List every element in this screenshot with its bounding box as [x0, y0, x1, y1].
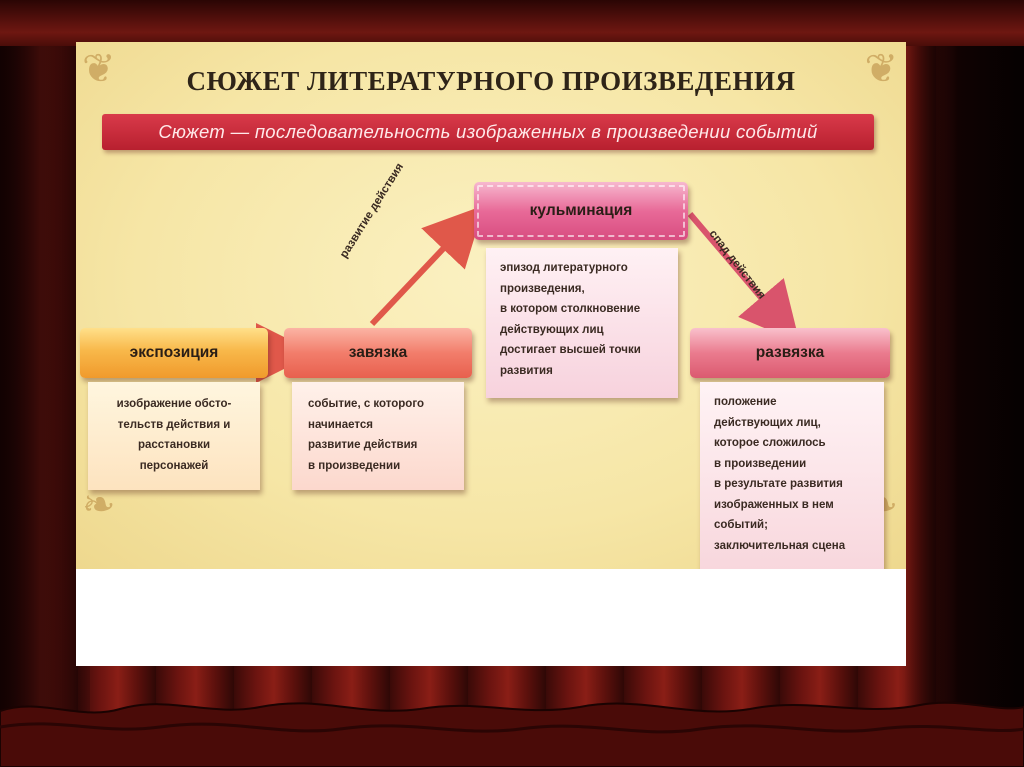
stage-zavyazka: завязка [284, 328, 472, 378]
description-line: заключительная сцена [714, 539, 846, 552]
description-line: эпизод литературного [500, 262, 628, 274]
description-line: действующих лиц [500, 323, 604, 336]
description-line: начинается [308, 418, 373, 431]
curtain-bottom-drape [0, 701, 1024, 767]
curtain-shade-right [904, 0, 1024, 767]
slide: ❦ ❦ ❧ ❧ СЮЖЕТ ЛИТЕРАТУРНОГО ПРОИЗВЕДЕНИЯ… [76, 42, 906, 666]
razvyazka-description: положение действующих лиц, которое сложи… [700, 382, 884, 569]
poster-title: СЮЖЕТ ЛИТЕРАТУРНОГО ПРОИЗВЕДЕНИЯ [186, 66, 796, 96]
description-line: изображенных в нем [714, 498, 834, 511]
description-line: событие, с которого [308, 398, 424, 410]
description-line: достигает высшей точки [500, 344, 641, 356]
falling-action-arrow [687, 212, 800, 344]
plot-poster: ❦ ❦ ❧ ❧ СЮЖЕТ ЛИТЕРАТУРНОГО ПРОИЗВЕДЕНИЯ… [76, 42, 906, 569]
curtain-valance [0, 0, 1024, 46]
stage-exposition: экспозиция [80, 328, 268, 378]
description-line: событий; [714, 519, 768, 531]
description-line: тельств действия и [117, 418, 231, 431]
description-line: положение [714, 396, 777, 408]
description-line: в произведении [308, 459, 401, 472]
stage-climax: кульминация [474, 182, 688, 240]
rising-action-arrow [369, 205, 485, 327]
corner-ornament-icon: ❦ [82, 46, 116, 92]
description-line: в котором столкновение [500, 303, 641, 315]
zavyazka-description: событие, с которого начинается развитие … [292, 382, 464, 490]
description-line: развитие действия [308, 439, 418, 451]
description-line: персонажей [139, 459, 209, 472]
description-line: в результате развития [714, 478, 843, 490]
description-line: изображение обсто- [116, 398, 232, 410]
stage-razvyazka: развязка [690, 328, 890, 378]
corner-ornament-icon: ❦ [864, 46, 898, 92]
climax-description: эпизод литературного произведения, в кот… [486, 248, 678, 398]
description-line: в произведении [714, 457, 807, 470]
description-line: произведения, [500, 282, 585, 295]
description-line: расстановки [137, 439, 211, 451]
description-line: которое сложилось [714, 437, 826, 449]
description-line: развития [500, 364, 553, 377]
curtain-shade-left [0, 0, 90, 767]
definition-bar: Сюжет — последовательность изображенных … [102, 114, 874, 150]
description-line: действующих лиц, [714, 416, 821, 429]
exposition-description: изображение обсто- тельств действия и ра… [88, 382, 260, 490]
